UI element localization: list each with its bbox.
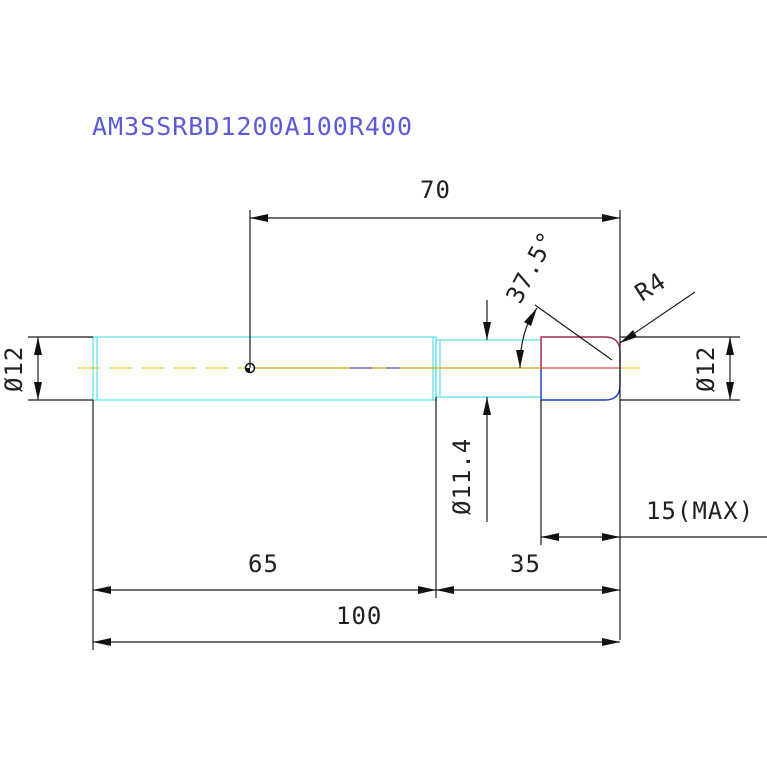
dimension-radius: R4 — [619, 267, 696, 344]
dim-35-label: 35 — [510, 550, 541, 578]
part-number-title: AM3SSRBD1200A100R400 — [92, 112, 413, 141]
dim-radius-label: R4 — [630, 267, 671, 307]
tip-upper-half — [540, 336, 621, 369]
dim-70-label: 70 — [420, 176, 451, 204]
dim-100-label: 100 — [336, 602, 382, 630]
dim-diameter-left-label: Ø12 — [0, 346, 28, 392]
dimension-diameter-neck: Ø11.4 — [448, 300, 491, 522]
dim-diameter-right-label: Ø12 — [692, 346, 720, 392]
dimension-65-35: 65 35 — [92, 397, 620, 650]
dim-65-label: 65 — [248, 550, 279, 578]
dimension-15-max: 15(MAX) — [540, 400, 767, 545]
dim-15-max-label: 15(MAX) — [646, 497, 754, 525]
dimension-70: 70 — [249, 176, 621, 640]
dimension-angle: 37.5° — [501, 226, 613, 369]
dim-angle-label: 37.5° — [501, 226, 562, 307]
dimension-diameter-left: Ø12 — [0, 336, 93, 401]
dimension-100: 100 — [93, 602, 620, 646]
dimension-diameter-right: Ø12 — [620, 336, 740, 401]
dim-diameter-neck-label: Ø11.4 — [448, 438, 476, 515]
